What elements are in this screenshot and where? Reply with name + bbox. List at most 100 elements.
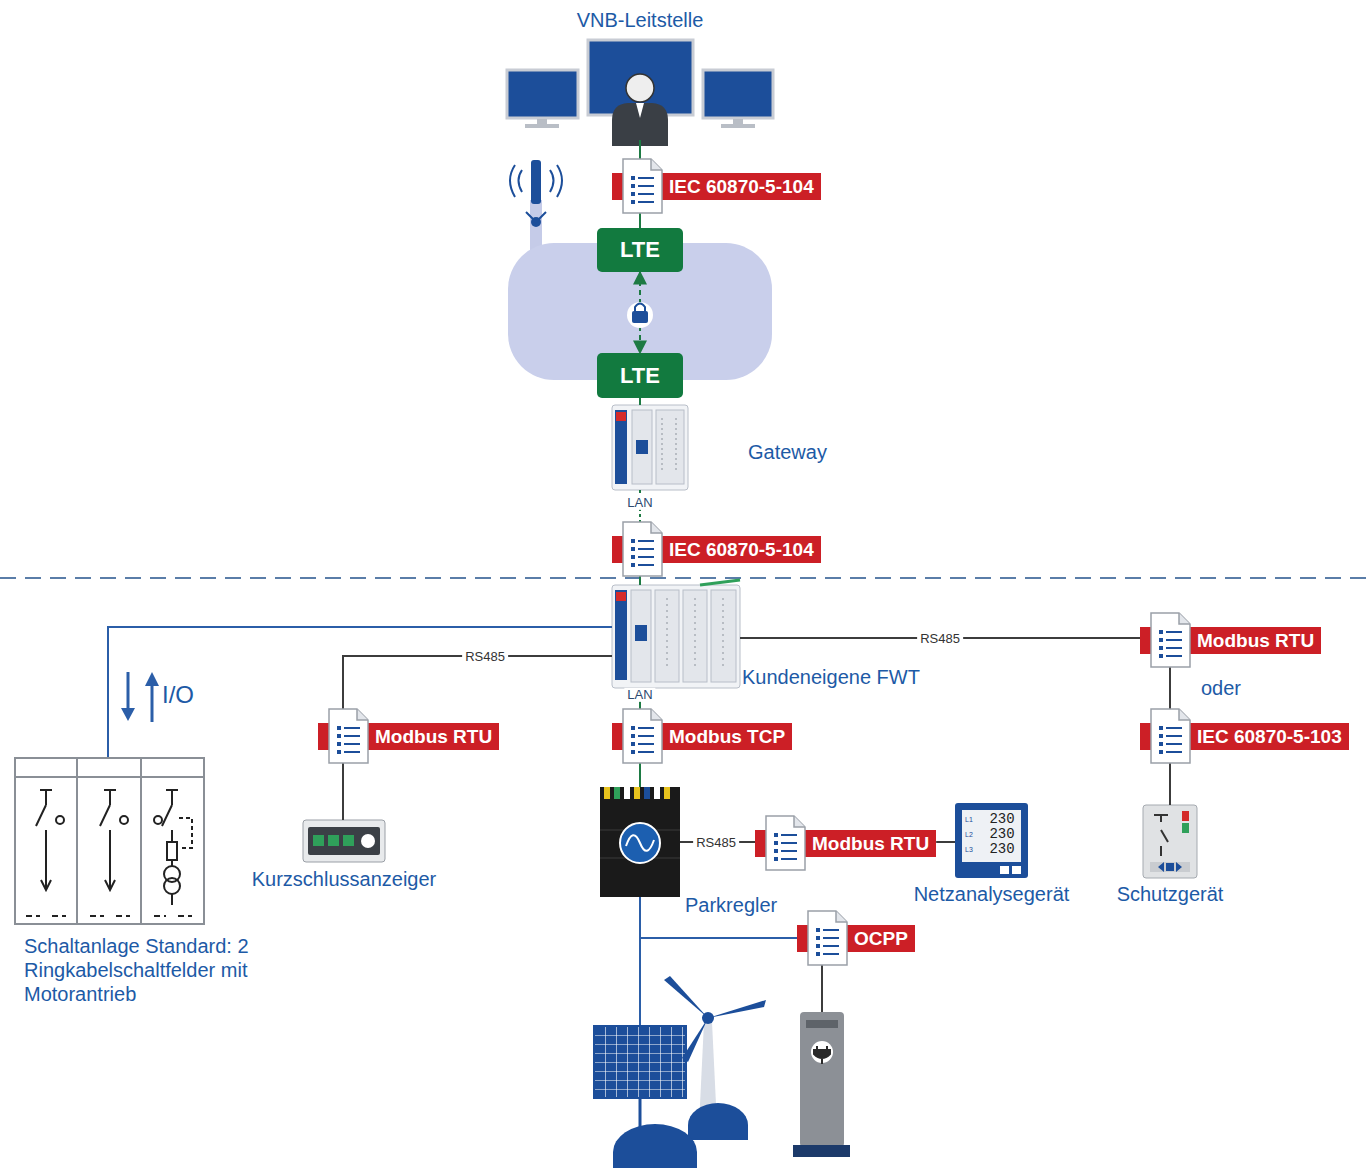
protocol-name: IEC 60870-5-103 [1197,726,1342,748]
document-icon [774,857,797,861]
document-icon [631,726,635,730]
operator-figure [626,74,654,102]
switchgear-symbols [154,816,162,824]
switchgear-symbols [16,759,203,923]
document-icon [357,709,368,720]
document-icon [816,952,839,956]
document-icon [1179,613,1190,624]
document-icon [1166,631,1182,633]
device-label: Netzanalysegerät [914,882,1070,906]
power-analyzer [1000,866,1009,874]
boundary-line [0,577,1371,579]
switchgear-symbols [167,842,177,860]
port-label: LAN [624,688,655,702]
document-icon [327,707,371,765]
document-icon [1166,647,1182,649]
document-icon [631,742,654,746]
document-icon [337,750,360,754]
document-icon [621,707,665,765]
park-controller [600,787,680,897]
signal-label: I/O [162,682,194,708]
protection-relay [1182,811,1189,821]
document-icon [638,735,654,737]
telecontrol-device [700,580,740,585]
protocol-tag: IEC 60870-5-103 [1140,723,1349,750]
gateway-device [612,405,688,490]
bus-label: RS485 [917,631,963,646]
charging-station [821,965,823,1012]
document-icon [651,522,662,533]
document-icon [344,735,360,737]
park-controller: Parkregler [600,787,680,897]
phase-label: L3 [965,846,973,854]
fault-indicator [303,820,385,862]
modem-label: LTE [620,363,660,389]
telecontrol-device [631,590,651,682]
charging-station [814,1046,830,1064]
protection-relay [1154,815,1168,856]
modem-label: LTE [620,237,660,263]
protocol-tag: OCPP [797,925,915,952]
document-icon [816,944,839,948]
document-icon [1159,654,1163,658]
park-controller [626,835,654,851]
document-icon [631,184,654,188]
fault-indicator [361,834,375,848]
document-icon [631,742,635,746]
protocol-tag: Modbus TCP [612,723,792,750]
document-icon [337,742,341,746]
protocol-tag: IEC 60870-5-104 [612,536,821,563]
operator-figure [636,103,644,118]
switchgear-symbols [90,915,130,917]
gateway-device [632,410,652,484]
switchgear-symbols [120,816,128,824]
document-icon [337,726,360,730]
document-icon [774,857,778,861]
document-icon [631,726,654,730]
document-icon [1166,743,1182,745]
document-icon [631,547,654,551]
generation-plants [613,1124,697,1168]
document-icon [638,201,654,203]
connector [639,398,641,405]
device-label: Schutzgerät [1117,882,1224,906]
telecontrol-device [615,590,627,680]
monitors [507,70,578,118]
document-icon [816,952,820,956]
document-icon [1151,709,1190,763]
gateway: Gateway [612,405,688,490]
document-icon [1159,742,1163,746]
document-icon [631,734,635,738]
protocol-name: IEC 60870-5-104 [669,176,814,198]
document-icon [344,727,360,729]
protocol-name: IEC 60870-5-104 [669,539,814,561]
telecontrol-device [612,580,740,688]
gateway-device [612,405,688,490]
document-icon [344,743,360,745]
document-icon [1166,727,1182,729]
document-icon [1166,655,1182,657]
document-icon [1149,707,1193,765]
document-icon [621,520,665,578]
io-arrows [145,672,159,686]
control-center: VNB-Leitstelle [505,8,775,140]
document-icon [631,176,654,180]
document-icon [631,555,635,559]
document-icon [631,192,635,196]
park-controller [644,787,650,799]
bus-label: RS485 [693,835,739,850]
protection-relay [1166,863,1174,871]
device-label: Parkregler [685,893,777,917]
document-icon [638,751,654,753]
protocol-name: Modbus RTU [1197,630,1314,652]
protocol-name: Modbus RTU [812,833,929,855]
document-icon [1159,726,1163,730]
generation-plants [682,1018,708,1062]
switchgear-symbols [162,790,178,842]
protocol-name: OCPP [854,928,908,950]
document-icon [337,750,341,754]
telecontrol-device [616,592,626,601]
protocol-tag: IEC 60870-5-104 [612,173,821,200]
document-icon [781,834,797,836]
document-icon [764,814,808,872]
